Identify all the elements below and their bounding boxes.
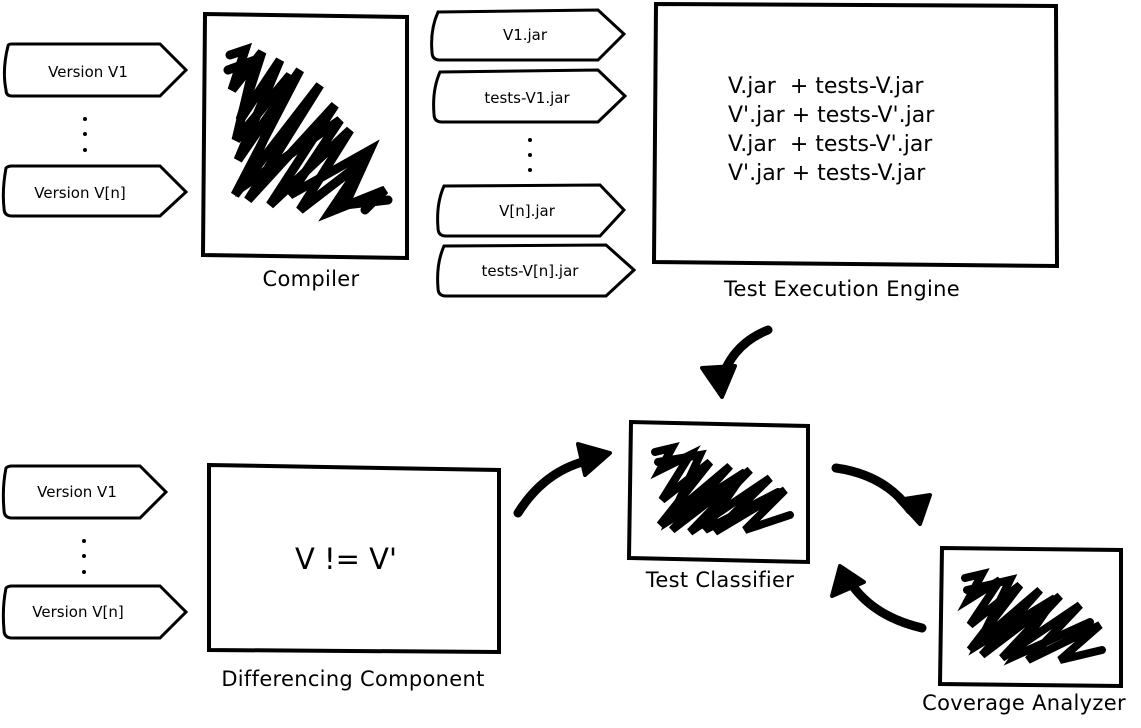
test-classifier-box: Test Classifier — [626, 419, 810, 592]
engine-caption: Test Execution Engine — [723, 277, 960, 301]
version-tag-top-vn: Version V[n] — [1, 164, 189, 218]
differencing-caption: Differencing Component — [221, 667, 484, 691]
differencing-component-box: V != V' Differencing Component — [207, 462, 501, 691]
jar-tag-tests-v1: tests-V1.jar — [432, 68, 628, 124]
jar-tag-label: V1.jar — [503, 26, 548, 44]
curved-arrow-icon — [700, 325, 773, 399]
compiler-caption: Compiler — [263, 267, 360, 291]
jar-tag-dots — [528, 138, 532, 172]
jar-tag-tests-vn: tests-V[n].jar — [436, 243, 637, 298]
differencing-expression: V != V' — [295, 542, 397, 576]
scribble-icon — [223, 42, 393, 222]
version-tag-bottom-dots — [82, 539, 86, 574]
engine-combination-line: V.jar + tests-V'.jar — [728, 132, 933, 157]
scribble-icon — [957, 568, 1106, 666]
test-classifier-caption: Test Classifier — [645, 568, 794, 592]
version-tag-top-dots — [83, 117, 87, 152]
engine-combination-line: V.jar + tests-V.jar — [728, 74, 924, 99]
jar-tag-label: tests-V1.jar — [484, 89, 570, 107]
version-tag-top-v1: Version V1 — [2, 42, 189, 98]
jar-tag-v1: V1.jar — [430, 8, 627, 62]
version-tag-bottom-v1: Version V1 — [1, 464, 169, 520]
version-tag-label: Version V[n] — [34, 184, 125, 202]
coverage-analyzer-caption: Coverage Analyzer — [922, 691, 1126, 715]
scribble-icon — [650, 442, 794, 536]
engine-combination-line: V'.jar + tests-V.jar — [728, 161, 926, 186]
version-tag-label: Version V1 — [48, 63, 128, 81]
curved-arrow-icon — [830, 564, 927, 633]
curved-arrow-icon — [513, 442, 612, 518]
test-execution-engine-box: V.jar + tests-V.jar V'.jar + tests-V'.ja… — [651, 1, 1060, 301]
version-tag-label: Version V[n] — [32, 603, 123, 621]
coverage-analyzer-box: Coverage Analyzer — [922, 545, 1126, 715]
engine-combination-line: V'.jar + tests-V'.jar — [728, 103, 935, 128]
jar-tag-label: tests-V[n].jar — [482, 262, 580, 280]
curved-arrow-icon — [831, 463, 932, 526]
jar-tag-vn: V[n].jar — [436, 183, 627, 238]
jar-tag-label: V[n].jar — [499, 202, 556, 220]
version-tag-label: Version V1 — [37, 483, 117, 501]
version-tag-bottom-vn: Version V[n] — [1, 584, 189, 640]
compiler-box: Compiler — [200, 11, 409, 291]
